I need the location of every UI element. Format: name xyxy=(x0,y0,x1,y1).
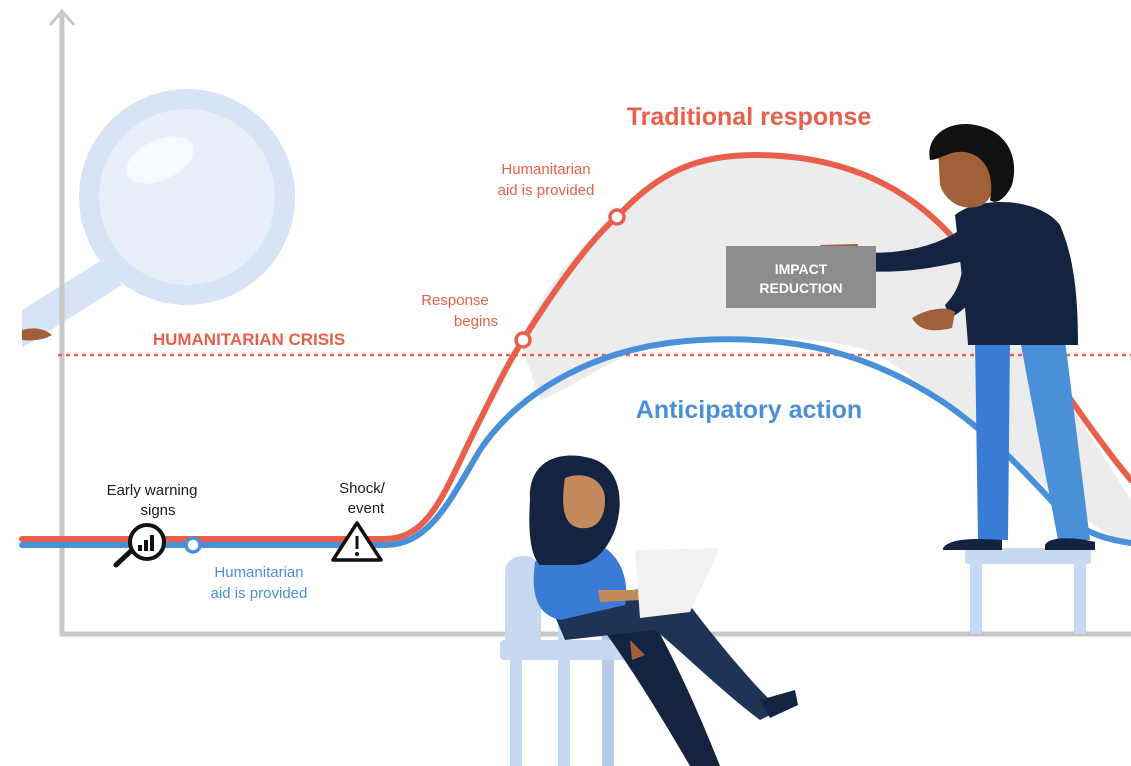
impact-reduction-area xyxy=(520,155,1131,545)
response-begins-label-line2: begins xyxy=(454,313,498,330)
aid-bottom-label-line1: Humanitarian xyxy=(214,564,303,581)
humanitarian-crisis-label: HUMANITARIAN CRISIS xyxy=(153,330,345,349)
aid-top-label-line2: aid is provided xyxy=(498,182,595,199)
magnifying-glass-icon xyxy=(22,89,295,348)
early-warning-label-line2: signs xyxy=(140,502,175,519)
chart-magnifier-icon xyxy=(113,523,166,568)
impact-label-line1: IMPACT xyxy=(775,261,828,277)
response-begins-marker xyxy=(514,331,532,349)
aid-provided-marker-bottom xyxy=(184,536,202,554)
aid-provided-marker-top xyxy=(608,208,626,226)
impact-label-line2: REDUCTION xyxy=(759,280,842,296)
warning-triangle-icon xyxy=(331,521,383,562)
arrow-up-icon xyxy=(48,8,76,26)
seated-person-illustration xyxy=(500,455,798,766)
aid-top-label-line1: Humanitarian xyxy=(501,161,590,178)
shock-event-label-line2: event xyxy=(348,500,386,517)
early-warning-label-line1: Early warning xyxy=(107,482,198,499)
aid-bottom-label-line2: aid is provided xyxy=(211,585,308,602)
anticipatory-action-title: Anticipatory action xyxy=(636,396,862,424)
impact-reduction-badge: IMPACT REDUCTION xyxy=(726,246,876,308)
traditional-response-title: Traditional response xyxy=(627,103,872,131)
standing-person-illustration xyxy=(820,124,1095,634)
shock-event-label-line1: Shock/ xyxy=(339,480,386,497)
response-begins-label-line1: Response xyxy=(421,292,489,309)
